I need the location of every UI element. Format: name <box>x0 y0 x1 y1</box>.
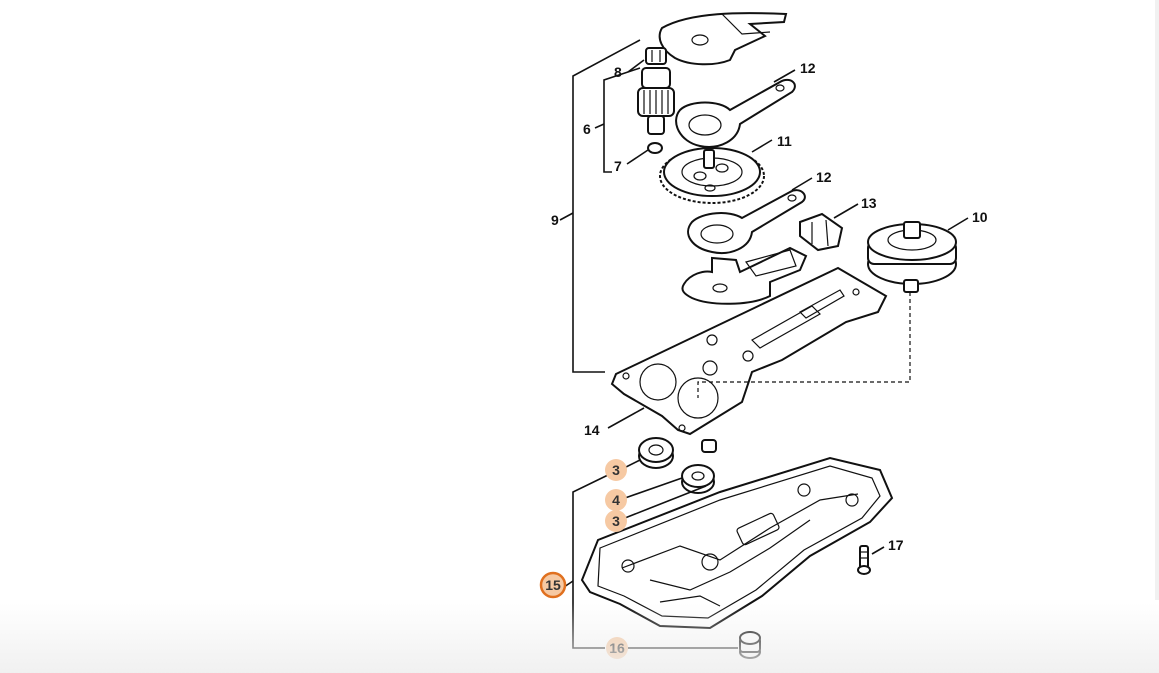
part-12-link-plate-lower <box>687 189 806 254</box>
part-12-link-plate-upper <box>675 78 796 148</box>
top-plate-part <box>658 12 788 66</box>
part-14-gasket <box>610 266 888 436</box>
callout-16-link[interactable]: 16 <box>606 637 628 659</box>
part-needle-bearing <box>701 439 717 453</box>
callout-13: 13 <box>861 195 877 211</box>
callout-9: 9 <box>551 212 559 228</box>
callout-3-upper-link[interactable]: 3 <box>605 459 627 481</box>
callout-4-link[interactable]: 4 <box>605 489 627 511</box>
callout-12-lower: 12 <box>816 169 832 185</box>
part-15-gear-housing <box>580 456 894 630</box>
part-10-crank-gear <box>867 221 957 293</box>
callout-11: 11 <box>777 133 792 149</box>
bracket-group-6 <box>594 67 641 173</box>
callout-3-lower-link[interactable]: 3 <box>605 510 627 532</box>
callout-10: 10 <box>972 209 988 225</box>
bracket-group-9 <box>559 39 641 373</box>
callout-8: 8 <box>614 64 622 80</box>
callout-labels: 8 12 6 11 7 12 9 13 10 14 17 <box>551 60 988 553</box>
part-13-clip <box>799 212 844 252</box>
part-16-plug <box>739 631 761 659</box>
callout-15-link[interactable]: 15 <box>539 571 567 599</box>
right-edge-strip <box>1155 0 1159 600</box>
part-8-shaft-top <box>645 47 667 65</box>
callout-12-upper: 12 <box>800 60 816 76</box>
part-3-bearing-upper <box>638 437 674 469</box>
callout-15: 15 <box>545 577 561 593</box>
callout-14: 14 <box>584 422 600 438</box>
callout-6: 6 <box>583 121 591 137</box>
part-17-screw <box>857 545 871 575</box>
callout-3-lower: 3 <box>612 513 620 529</box>
callout-3-upper: 3 <box>612 462 620 478</box>
callout-17: 17 <box>888 537 904 553</box>
part-7-o-ring <box>647 142 663 154</box>
part-4-bearing <box>681 464 715 494</box>
mid-plate-part <box>681 246 808 305</box>
callout-7: 7 <box>614 158 622 174</box>
callout-16: 16 <box>609 640 625 656</box>
callout-4: 4 <box>612 492 620 508</box>
part-11-gear <box>659 147 765 204</box>
part-6-pinion <box>637 67 675 135</box>
